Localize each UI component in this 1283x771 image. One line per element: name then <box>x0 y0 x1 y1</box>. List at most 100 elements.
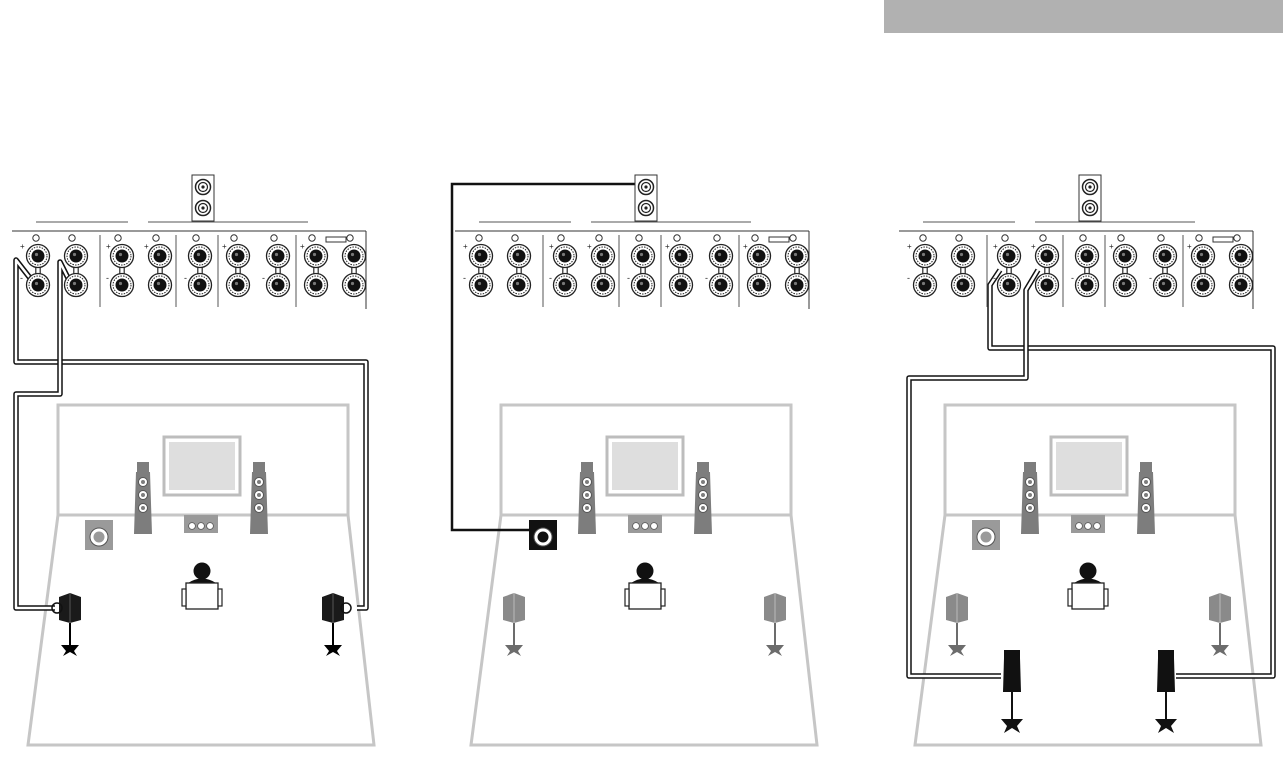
terminal-post-shine <box>718 282 721 285</box>
terminal-post-cap <box>154 279 167 292</box>
tv-picture <box>169 442 235 490</box>
terminal-plus-mark: + <box>665 242 670 251</box>
front-speaker-top <box>581 462 593 472</box>
front-speaker-top <box>1140 462 1152 472</box>
terminal-minus-mark: - <box>106 273 109 283</box>
terminal-plus-mark: + <box>1187 242 1192 251</box>
subwoofer-jack-pin <box>644 185 647 188</box>
terminal-plus-mark: + <box>743 242 748 251</box>
terminal-post-cap <box>675 279 688 292</box>
listener-armrest <box>625 589 629 606</box>
terminal-minus-mark: - <box>627 273 630 283</box>
front-speaker-top <box>697 462 709 472</box>
terminal-screw <box>1158 235 1164 241</box>
front-speaker-driver-center <box>701 480 705 484</box>
terminal-screw <box>1040 235 1046 241</box>
terminal-post-shine <box>794 282 797 285</box>
front-speaker-top <box>1024 462 1036 472</box>
terminal-post-shine <box>1162 253 1165 256</box>
terminal-post-cap <box>1041 279 1054 292</box>
listener-shoulders <box>1074 579 1102 584</box>
front-speaker-driver-center <box>585 480 589 484</box>
terminal-post-cap <box>232 279 245 292</box>
terminal-post-shine <box>119 253 122 256</box>
surround-back-speaker-body <box>1003 658 1021 692</box>
terminal-post-cap <box>597 279 610 292</box>
terminal-post-shine <box>960 282 963 285</box>
terminal-post-shine <box>478 253 481 256</box>
terminal-post-cap <box>753 279 766 292</box>
terminal-post-cap <box>957 279 970 292</box>
terminal-screw <box>476 235 482 241</box>
terminal-post-cap <box>32 250 45 263</box>
terminal-post-shine <box>197 253 200 256</box>
terminal-post-cap <box>791 250 804 263</box>
terminal-post-cap <box>272 250 285 263</box>
terminal-post-shine <box>157 282 160 285</box>
terminal-post-cap <box>919 279 932 292</box>
terminal-screw <box>1118 235 1124 241</box>
terminal-post-shine <box>516 282 519 285</box>
terminal-screw <box>1080 235 1086 241</box>
terminal-post-shine <box>1162 282 1165 285</box>
surround-back-speaker-top <box>1004 650 1020 658</box>
terminal-post-shine <box>313 282 316 285</box>
front-speaker-driver-center <box>1144 506 1148 510</box>
terminal-post-shine <box>718 253 721 256</box>
terminal-post-cap <box>1081 250 1094 263</box>
room-floor <box>28 515 374 745</box>
terminal-screw <box>347 235 353 241</box>
terminal-post-cap <box>1081 279 1094 292</box>
terminal-post-cap <box>1003 250 1016 263</box>
terminal-plus-mark: + <box>106 242 111 251</box>
front-speaker-driver-center <box>585 493 589 497</box>
terminal-plus-mark: + <box>549 242 554 251</box>
subwoofer-jack-pin <box>644 206 647 209</box>
terminal-screw <box>69 235 75 241</box>
diagram-subwoofer: +-+-+-+-+ <box>452 175 817 745</box>
surround-speaker-base <box>948 645 966 656</box>
terminal-post-cap <box>272 279 285 292</box>
terminal-post-shine <box>35 253 38 256</box>
terminal-screw <box>1196 235 1202 241</box>
listener-armrest <box>1068 589 1072 606</box>
terminal-plus-mark: + <box>300 242 305 251</box>
terminal-plus-mark: + <box>1031 242 1036 251</box>
surround-speaker-base <box>1211 645 1229 656</box>
terminal-screw <box>512 235 518 241</box>
terminal-post-shine <box>756 282 759 285</box>
terminal-post-shine <box>1122 282 1125 285</box>
terminal-post-cap <box>637 250 650 263</box>
terminal-post-shine <box>678 282 681 285</box>
terminal-post-shine <box>1044 253 1047 256</box>
terminal-screw <box>558 235 564 241</box>
terminal-post-shine <box>1238 282 1241 285</box>
front-speaker-driver-center <box>1144 493 1148 497</box>
listener-head <box>194 563 211 580</box>
terminal-post-cap <box>194 250 207 263</box>
front-speaker-driver-center <box>141 506 145 510</box>
listener-head <box>637 563 654 580</box>
terminal-minus-mark: - <box>184 273 187 283</box>
room-floor <box>915 515 1261 745</box>
speaker-cable-core <box>909 270 1038 676</box>
listener-shoulders <box>188 579 216 584</box>
terminal-post-shine <box>1006 253 1009 256</box>
terminal-screw <box>193 235 199 241</box>
speaker-cable <box>909 270 1038 676</box>
speaker-cable-core <box>16 262 68 608</box>
terminal-post-shine <box>600 282 603 285</box>
terminal-screw <box>115 235 121 241</box>
front-speaker-top <box>137 462 149 472</box>
surround-speaker-base <box>505 645 523 656</box>
center-speaker-driver <box>642 523 649 530</box>
tv-picture <box>1056 442 1122 490</box>
center-speaker-driver <box>633 523 640 530</box>
terminal-screw <box>231 235 237 241</box>
surround-back-speaker-top <box>1158 650 1174 658</box>
tv-picture <box>612 442 678 490</box>
terminal-post-cap <box>597 250 610 263</box>
terminal-post-cap <box>232 250 245 263</box>
terminal-post-shine <box>600 253 603 256</box>
terminal-post-cap <box>70 250 83 263</box>
